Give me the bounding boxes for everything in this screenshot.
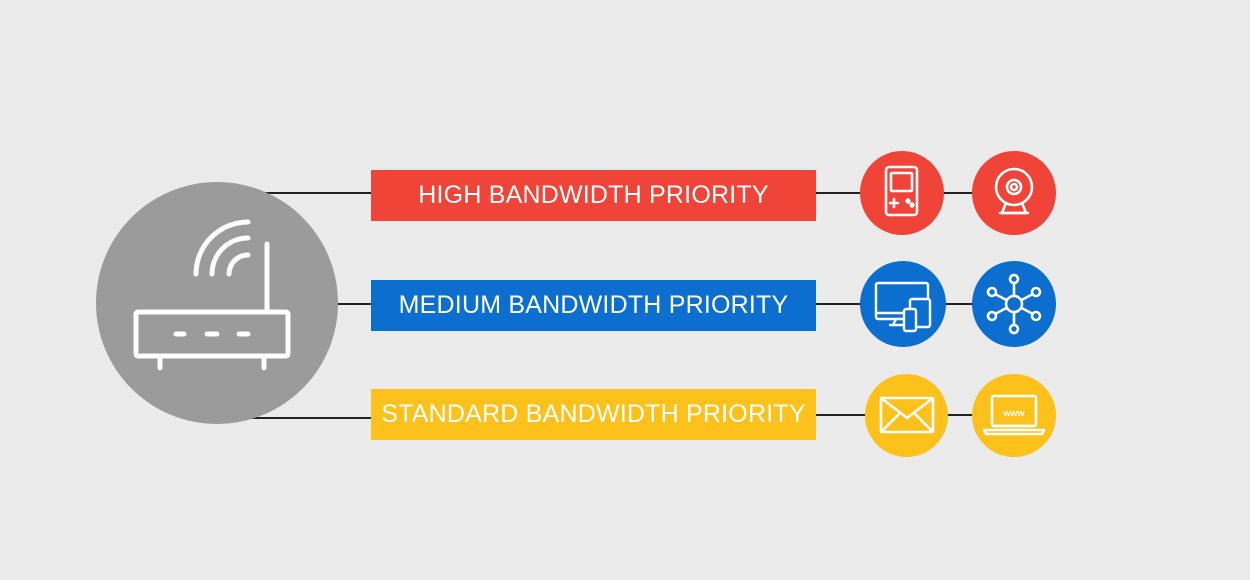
device-circle: www xyxy=(972,374,1056,457)
svg-text:www: www xyxy=(1002,408,1025,418)
device-circle xyxy=(860,261,946,347)
laptop-www-icon: www xyxy=(982,394,1046,436)
webcam-icon xyxy=(994,167,1034,215)
high-bandwidth-priority-bar: HIGH BANDWIDTH PRIORITY xyxy=(371,170,816,221)
wifi-router-icon xyxy=(133,219,291,371)
standard-bandwidth-priority-bar: STANDARD BANDWIDTH PRIORITY xyxy=(371,389,816,440)
router-circle xyxy=(96,182,338,424)
multi-device-screens-icon xyxy=(874,281,932,333)
device-circle xyxy=(972,151,1056,235)
email-envelope-icon xyxy=(879,396,935,434)
medium-bandwidth-priority-bar: MEDIUM BANDWIDTH PRIORITY xyxy=(371,280,816,331)
handheld-game-console-icon xyxy=(884,165,919,217)
device-circle xyxy=(972,261,1056,347)
device-circle xyxy=(860,151,944,235)
network-hub-icon xyxy=(986,273,1042,335)
device-circle xyxy=(865,374,948,457)
